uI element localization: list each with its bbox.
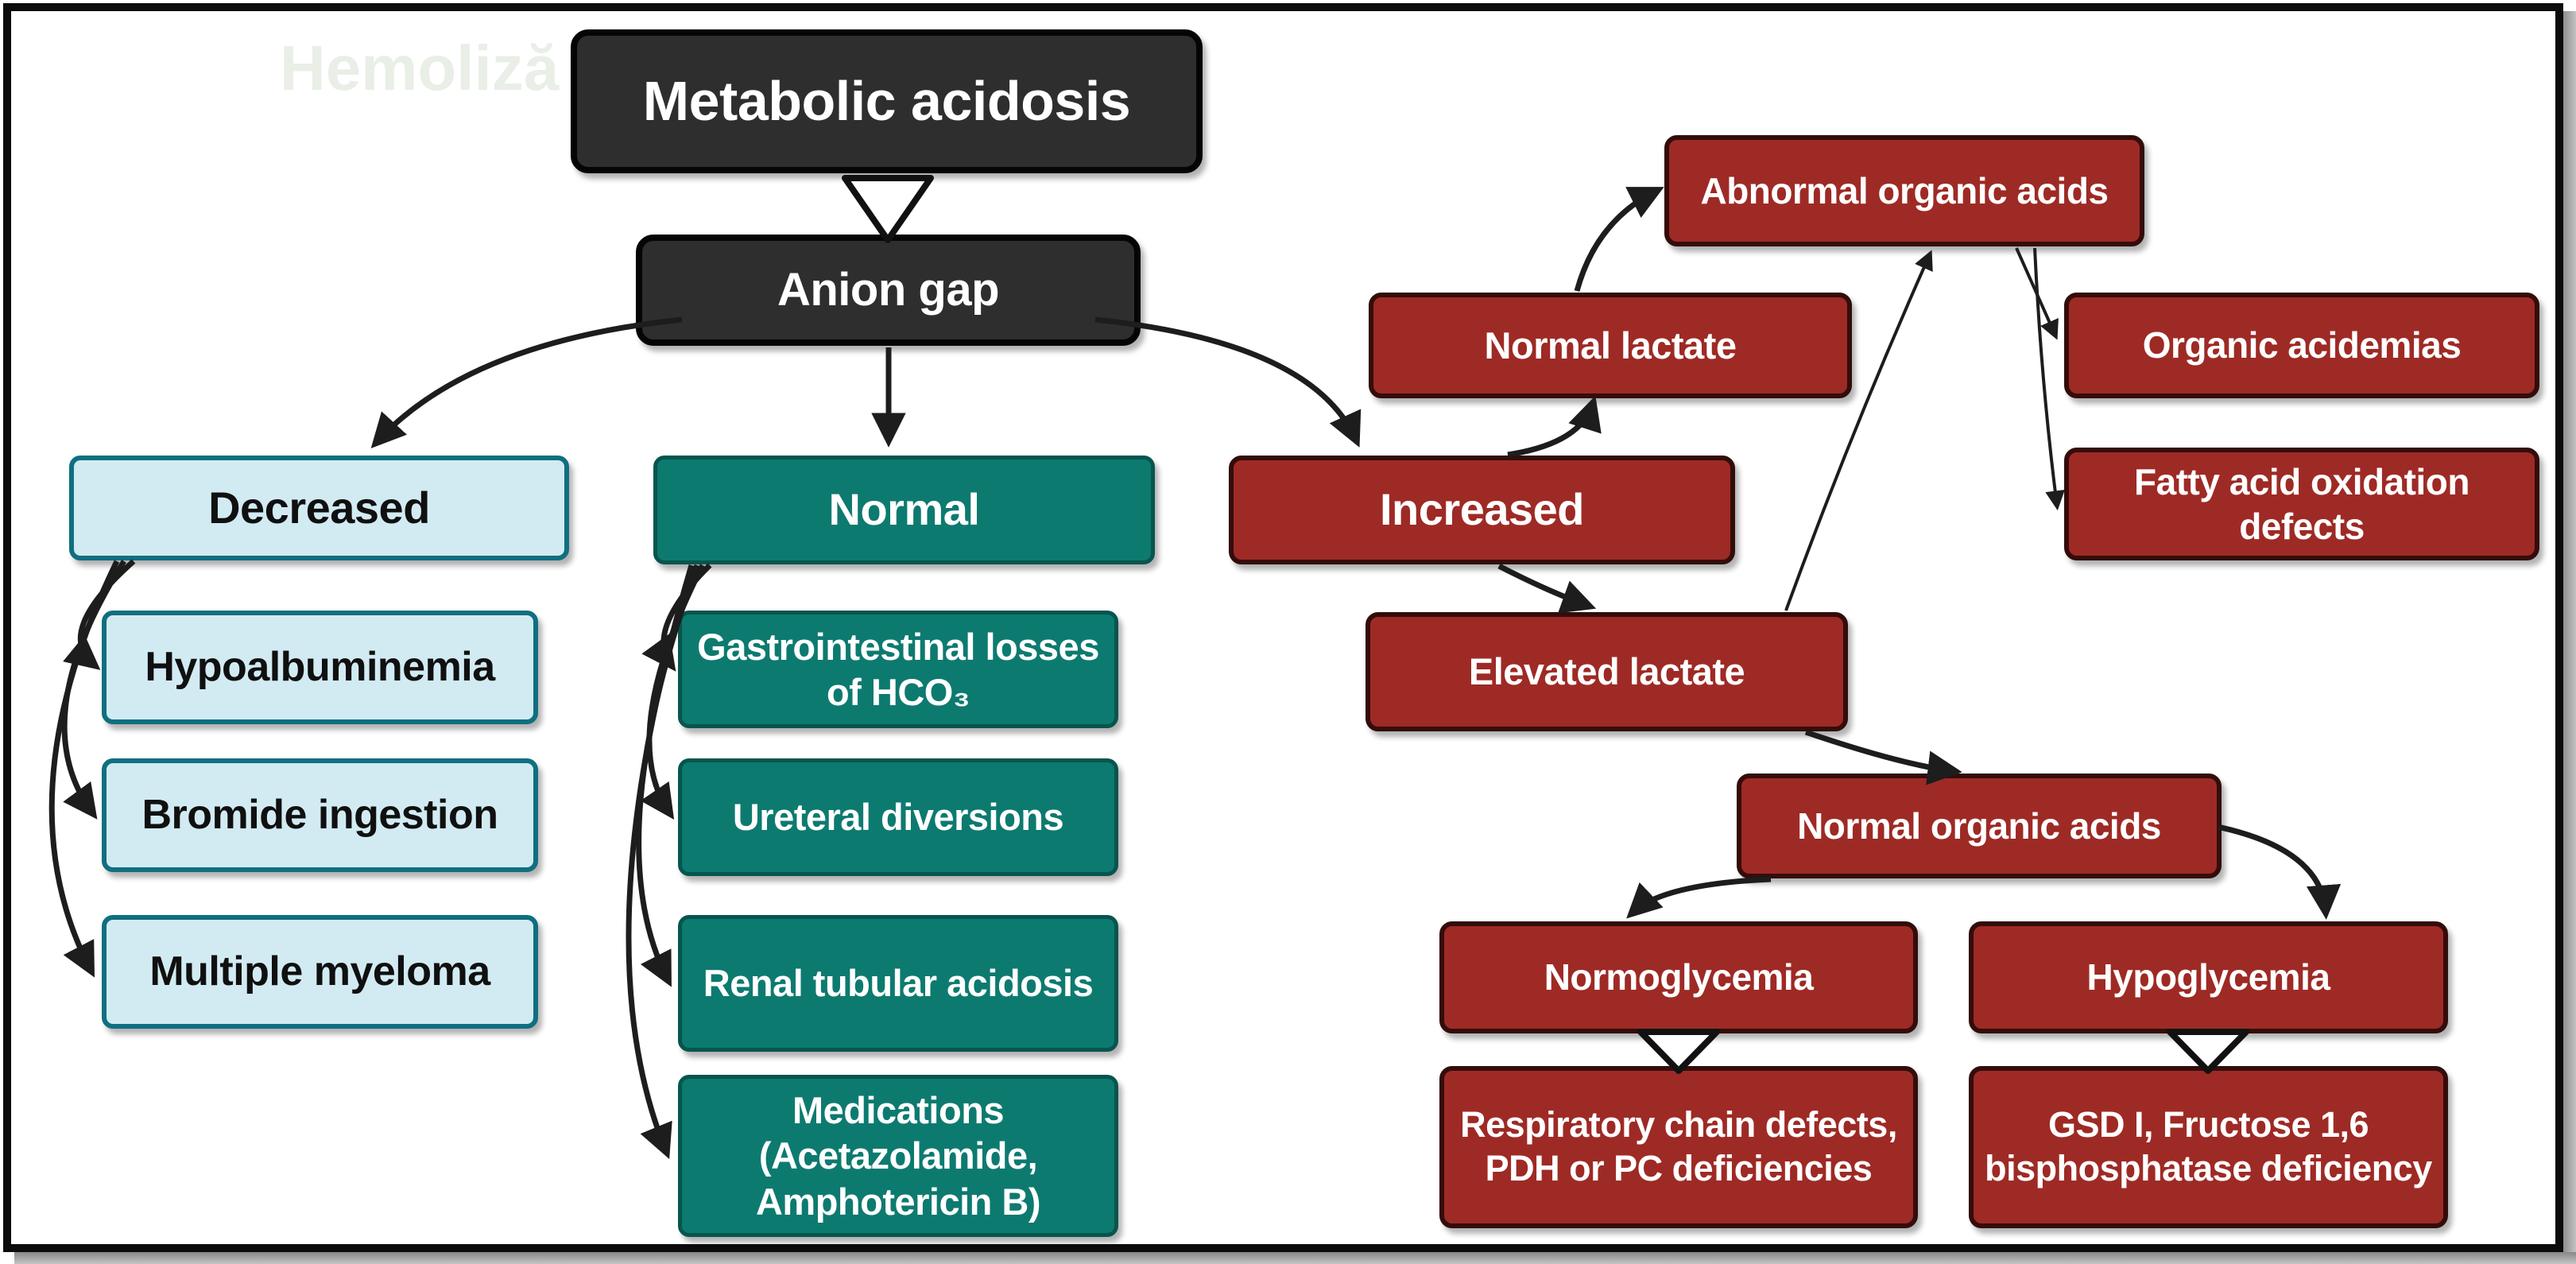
node-gsd-fructose-deficiency: GSD I, Fructose 1,6 bisphosphatase defic… [1969, 1066, 2448, 1228]
node-multiple-myeloma-label: Multiple myeloma [149, 948, 490, 995]
node-decreased-label: Decreased [208, 482, 430, 533]
node-bromide-ingestion-label: Bromide ingestion [141, 791, 498, 838]
node-anion-gap: Anion gap [636, 235, 1141, 346]
node-organic-acidemias: Organic acidemias [2064, 293, 2539, 398]
node-normal-organic-acids: Normal organic acids [1737, 774, 2222, 878]
node-fatty-acid-oxidation-defects: Fatty acid oxidation defects [2064, 448, 2539, 560]
node-increased-label: Increased [1380, 484, 1585, 535]
node-respiratory-chain-defects-label: Respiratory chain defects, PDH or PC def… [1460, 1104, 1897, 1188]
node-elevated-lactate-label: Elevated lactate [1468, 650, 1745, 693]
node-hypoalbuminemia-label: Hypoalbuminemia [145, 643, 495, 690]
node-normal-lactate-label: Normal lactate [1484, 324, 1737, 366]
node-gastrointestinal-losses: Gastrointestinal losses of HCO₃ [678, 611, 1118, 728]
node-abnormal-organic-acids-label: Abnormal organic acids [1700, 169, 2109, 211]
node-elevated-lactate: Elevated lactate [1365, 612, 1848, 731]
node-normal: Normal [653, 456, 1155, 564]
node-metabolic-acidosis: Metabolic acidosis [571, 29, 1203, 173]
frame-shadow-bottom [14, 1252, 2576, 1264]
node-fatty-acid-oxidation-defects-label: Fatty acid oxidation defects [2134, 460, 2469, 547]
node-organic-acidemias-label: Organic acidemias [2142, 324, 2462, 366]
node-ureteral-diversions: Ureteral diversions [678, 758, 1118, 876]
node-anion-gap-label: Anion gap [777, 263, 1000, 316]
node-normal-label: Normal [828, 484, 980, 535]
node-gsd-fructose-deficiency-label: GSD I, Fructose 1,6 bisphosphatase defic… [1985, 1104, 2432, 1188]
node-hypoglycemia: Hypoglycemia [1969, 921, 2448, 1033]
node-medications-label: Medications (Acetazolamide, Amphotericin… [755, 1089, 1041, 1223]
node-renal-tubular-acidosis: Renal tubular acidosis [678, 915, 1118, 1052]
frame-shadow-right [2563, 11, 2576, 1264]
node-normal-lactate: Normal lactate [1369, 293, 1852, 398]
node-metabolic-acidosis-label: Metabolic acidosis [642, 69, 1131, 132]
node-hypoalbuminemia: Hypoalbuminemia [102, 611, 538, 724]
node-hypoglycemia-label: Hypoglycemia [2086, 956, 2330, 998]
node-increased: Increased [1229, 456, 1735, 564]
node-medications: Medications (Acetazolamide, Amphotericin… [678, 1075, 1118, 1237]
node-normal-organic-acids-label: Normal organic acids [1797, 805, 2161, 847]
node-normoglycemia: Normoglycemia [1439, 921, 1918, 1033]
node-bromide-ingestion: Bromide ingestion [102, 758, 538, 872]
node-renal-tubular-acidosis-label: Renal tubular acidosis [703, 962, 1094, 1005]
node-multiple-myeloma: Multiple myeloma [102, 915, 538, 1029]
node-decreased: Decreased [69, 456, 569, 560]
node-abnormal-organic-acids: Abnormal organic acids [1664, 135, 2144, 246]
node-gastrointestinal-losses-label: Gastrointestinal losses of HCO₃ [697, 625, 1099, 713]
node-normoglycemia-label: Normoglycemia [1544, 956, 1814, 998]
node-ureteral-diversions-label: Ureteral diversions [732, 796, 1064, 839]
node-respiratory-chain-defects: Respiratory chain defects, PDH or PC def… [1439, 1066, 1918, 1228]
